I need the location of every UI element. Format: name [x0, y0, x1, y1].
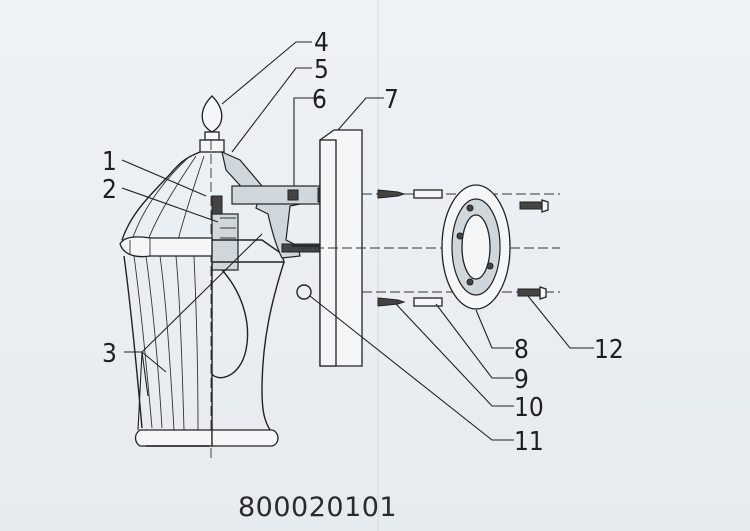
callout-9: 9 — [514, 365, 529, 395]
pane-frame-4 — [159, 255, 175, 431]
callout-6: 6 — [312, 85, 327, 115]
leader-6 — [293, 97, 322, 186]
arm-tube — [231, 185, 333, 205]
callout-4: 4 — [314, 28, 329, 58]
leader-1 — [121, 159, 207, 197]
upper-ring-left — [119, 236, 213, 258]
plate-hole-3 — [466, 278, 474, 286]
plate-hole-2 — [456, 232, 464, 240]
leader-8 — [475, 309, 514, 349]
bolt-upper-head — [541, 199, 549, 213]
callout-labels: 4 5 6 7 1 2 3 8 12 9 10 11 — [102, 28, 624, 457]
wall-plate-edge — [319, 139, 337, 367]
pane-frame-3 — [145, 255, 163, 429]
roof-outline-left — [121, 151, 201, 241]
pane-frame-2 — [133, 255, 153, 429]
pane-frame-5 — [175, 255, 185, 431]
socket-cap — [211, 195, 223, 217]
roof-rib-3 — [131, 155, 191, 241]
bolt-lower — [517, 286, 547, 300]
lantern-body — [119, 95, 285, 458]
bolt-upper-shaft — [519, 201, 543, 210]
bolt-lower-shaft — [517, 288, 541, 297]
bolt-lower-head — [539, 286, 547, 300]
mounting-plate-hub — [461, 214, 491, 280]
anchor-upper — [413, 189, 443, 199]
leader-3c — [141, 351, 149, 397]
finial — [201, 95, 223, 133]
leader-3d — [137, 351, 143, 431]
callout-7: 7 — [384, 85, 399, 115]
leader-7 — [337, 97, 384, 131]
bottom-band-left — [134, 429, 213, 447]
pane-frame-6 — [193, 255, 199, 431]
screw-lower — [377, 297, 443, 307]
leader-9 — [435, 303, 514, 379]
drill-hole — [296, 284, 312, 300]
screw-lower-shaft — [377, 297, 406, 307]
model-code: 800020101 — [238, 492, 397, 523]
bottom-band-right — [211, 429, 279, 447]
roof-rib-1 — [177, 155, 205, 241]
plate-hole-1 — [466, 204, 474, 212]
screw-upper-shaft — [377, 189, 406, 199]
leader-lines — [121, 41, 594, 441]
callout-8: 8 — [514, 335, 529, 365]
bolt-upper — [519, 199, 549, 213]
leader-12 — [527, 295, 594, 349]
holder-threads — [220, 217, 236, 239]
callout-3: 3 — [102, 339, 117, 369]
callout-5: 5 — [314, 55, 329, 85]
plate-hole-4 — [486, 262, 494, 270]
leader-11 — [309, 295, 514, 441]
screw-upper — [377, 189, 443, 199]
wall-plate — [319, 129, 363, 367]
leader-10 — [395, 303, 514, 407]
leader-3b — [141, 351, 167, 373]
roof-rib-2 — [147, 155, 197, 241]
callout-12: 12 — [594, 335, 624, 365]
anchor-lower — [413, 297, 443, 307]
upper-ring-marks — [129, 238, 151, 256]
leader-5 — [231, 67, 312, 153]
callout-10: 10 — [514, 393, 544, 423]
finial-collar — [204, 131, 220, 141]
callout-1: 1 — [102, 147, 117, 177]
callout-11: 11 — [514, 427, 544, 457]
leader-2 — [121, 187, 219, 223]
finial-base — [199, 139, 225, 153]
mounting-plate — [441, 184, 511, 310]
callout-2: 2 — [102, 175, 117, 205]
body-profile-right — [261, 261, 285, 431]
leader-4 — [221, 41, 312, 105]
arm-nut-left — [287, 189, 299, 201]
bulb-outline — [211, 269, 249, 379]
